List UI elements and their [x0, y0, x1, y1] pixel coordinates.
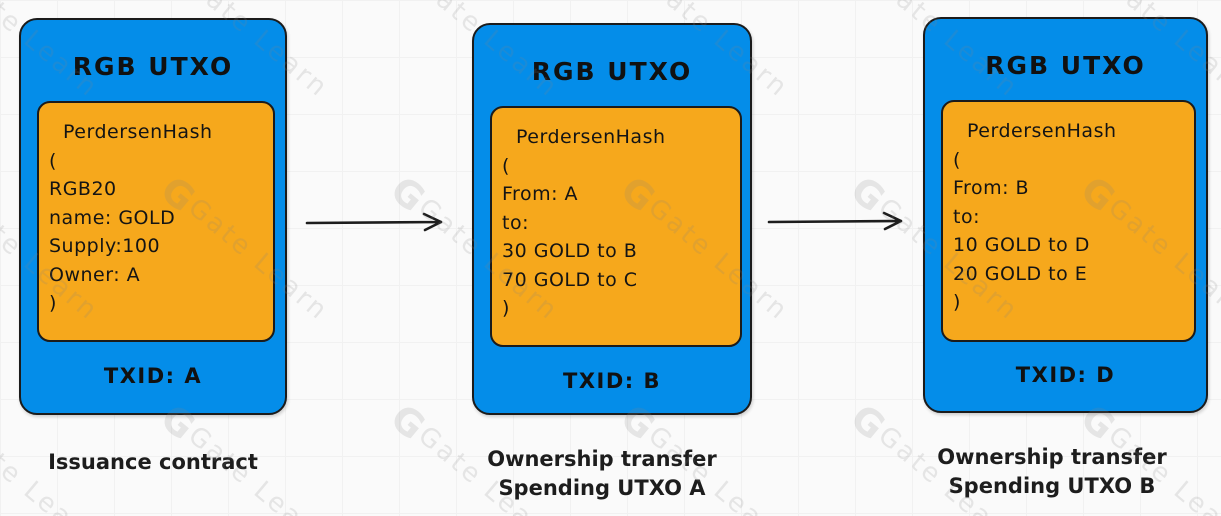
caption-line: Spending UTXO A	[498, 476, 706, 500]
hash-line: PerdersenHash	[516, 126, 666, 148]
caption-issuance-contract: Issuance contract	[13, 448, 293, 477]
gate-logo-icon: G	[842, 396, 894, 449]
hash-line: (	[49, 149, 57, 172]
gate-logo-icon: G	[842, 168, 894, 221]
hash-line: 10 GOLD to D	[953, 234, 1090, 256]
caption-line: Spending UTXO B	[948, 474, 1156, 498]
hash-line: PerdersenHash	[967, 120, 1117, 142]
hash-line: From: B	[953, 177, 1030, 199]
hash-line: Supply:100	[49, 235, 161, 257]
utxo-card-issuance: RGB UTXO PerdersenHash ( RGB20 name: GOL…	[19, 18, 287, 415]
caption-ownership-transfer-b: Ownership transfer Spending UTXO B	[912, 443, 1192, 501]
caption-line: Ownership transfer	[937, 445, 1167, 469]
pedersen-hash-box: PerdersenHash ( From: B to: 10 GOLD to D…	[941, 100, 1196, 342]
txid-label: TXID: D	[1015, 363, 1116, 387]
hash-line: )	[953, 291, 961, 313]
gate-logo-icon: G	[382, 168, 434, 221]
hash-line: )	[502, 297, 510, 319]
caption-line: Ownership transfer	[487, 447, 717, 471]
txid-label: TXID: A	[103, 364, 203, 388]
hash-line: Owner: A	[49, 263, 141, 286]
hash-line: 70 GOLD to C	[502, 268, 638, 291]
hash-line: PerdersenHash	[63, 121, 213, 143]
card-title: RGB UTXO	[531, 57, 693, 86]
pedersen-hash-box: PerdersenHash ( RGB20 name: GOLD Supply:…	[37, 101, 275, 342]
arrow-card1-to-card2	[305, 212, 443, 232]
hash-line: name: GOLD	[49, 206, 176, 229]
card-title: RGB UTXO	[72, 52, 234, 81]
hash-line: (	[502, 154, 510, 177]
caption-ownership-transfer-a: Ownership transfer Spending UTXO A	[462, 445, 742, 503]
hash-line: From: A	[502, 183, 579, 205]
arrow-card2-to-card3	[767, 211, 903, 231]
hash-line: 30 GOLD to B	[502, 240, 638, 262]
pedersen-hash-box: PerdersenHash ( From: A to: 30 GOLD to B…	[490, 106, 742, 347]
utxo-card-transfer-b: RGB UTXO PerdersenHash ( From: B to: 10 …	[923, 17, 1208, 413]
hash-line: to:	[953, 205, 980, 228]
card-title: RGB UTXO	[985, 51, 1146, 80]
txid-label: TXID: B	[563, 369, 661, 393]
hash-line: (	[953, 148, 961, 171]
hash-line: )	[49, 292, 57, 314]
hash-line: RGB20	[49, 178, 117, 200]
caption-line: Issuance contract	[48, 450, 258, 474]
hash-line: to:	[502, 211, 529, 234]
hash-line: 20 GOLD to E	[953, 262, 1088, 285]
utxo-card-transfer-a: RGB UTXO PerdersenHash ( From: A to: 30 …	[472, 23, 752, 415]
gate-logo-icon: G	[382, 396, 434, 449]
